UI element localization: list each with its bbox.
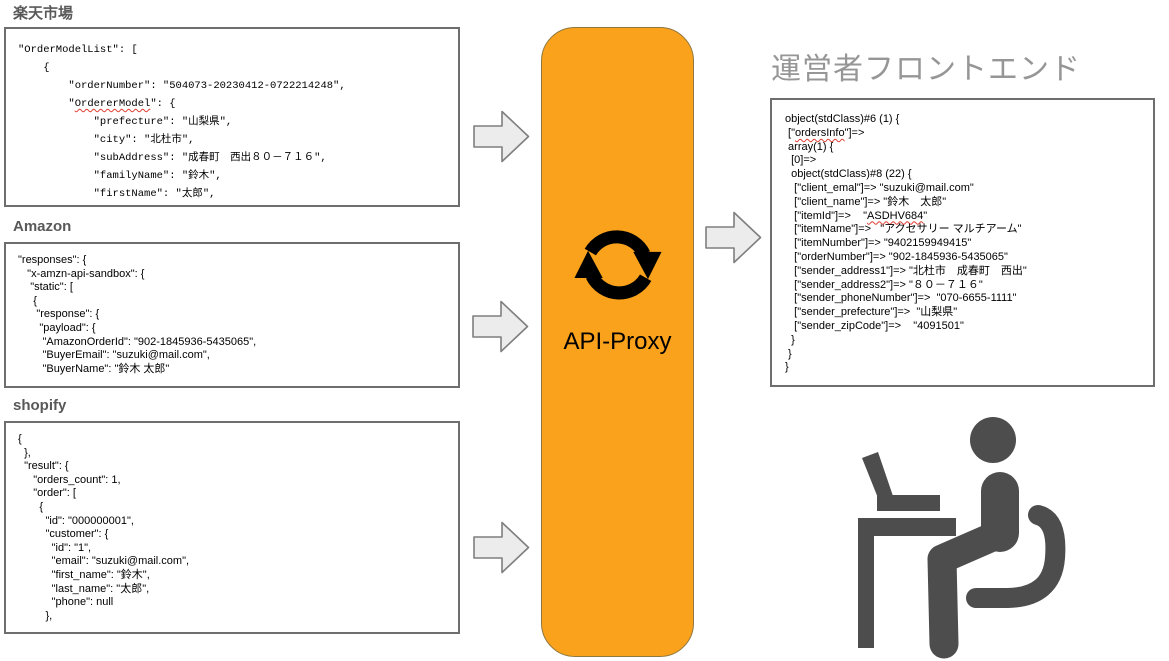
- flow-arrow-rakuten-to-proxy-icon: [473, 110, 530, 163]
- shopify-json-code: { }, "result": { "orders_count": 1, "ord…: [18, 433, 190, 622]
- flow-arrow-shopify-to-proxy-icon: [473, 521, 530, 574]
- amazon-json-code: "responses": { "x-amzn-api-sandbox": { "…: [18, 254, 257, 375]
- amazon-code-box: "responses": { "x-amzn-api-sandbox": { "…: [4, 242, 460, 388]
- amazon-label: Amazon: [13, 218, 72, 235]
- frontend-title: 運営者フロントエンド: [771, 53, 1081, 86]
- shopify-label: shopify: [13, 397, 67, 414]
- api-proxy-block: API-Proxy: [541, 27, 694, 657]
- rakuten-code-box: "OrderModelList": [ { "orderNumber": "50…: [4, 27, 460, 207]
- frontend-var-dump-code: object(stdClass)#6 (1) { ["ordersInfo"]=…: [785, 113, 1027, 374]
- shopify-code-box: { }, "result": { "orders_count": 1, "ord…: [4, 421, 460, 634]
- api-proxy-label: API-Proxy: [563, 328, 672, 355]
- frontend-code-box: object(stdClass)#6 (1) { ["ordersInfo"]=…: [770, 98, 1155, 387]
- flow-arrow-amazon-to-proxy-icon: [472, 300, 529, 353]
- person-at-desk-icon: [858, 417, 1066, 659]
- sync-arrows-icon: [574, 230, 662, 300]
- rakuten-json-code: "OrderModelList": [ { "orderNumber": "50…: [18, 44, 346, 200]
- rakuten-label: 楽天市場: [13, 5, 74, 22]
- flow-arrow-proxy-to-frontend-icon: [705, 211, 762, 264]
